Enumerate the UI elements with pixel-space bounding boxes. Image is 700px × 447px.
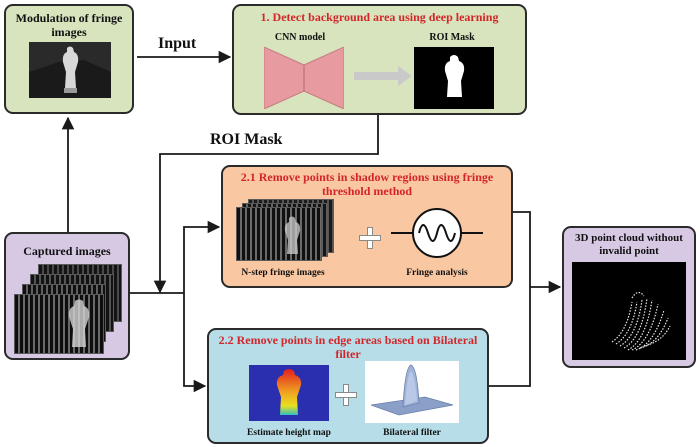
edge-title: 2.2 Remove points in edge areas based on… xyxy=(218,333,478,361)
height-map-label: Estimate height map xyxy=(247,428,331,438)
arrow-right-icon xyxy=(354,66,412,86)
mannequin-icon xyxy=(29,46,111,98)
split-to-shadow-arrow xyxy=(183,220,221,293)
fringe-analysis-label: Fringe analysis xyxy=(406,268,468,278)
split-to-edge-arrow xyxy=(183,293,207,393)
output-title: 3D point cloud without invalid point xyxy=(575,232,683,257)
bilateral-filter-label: Bilateral filter xyxy=(383,428,441,438)
roi-mask-image-label: ROI Mask xyxy=(429,32,475,43)
modulation-image xyxy=(29,42,111,98)
detect-background-box: 1. Detect background area using deep lea… xyxy=(232,4,527,115)
captured-title: Captured images xyxy=(23,244,111,258)
sine-wave-icon xyxy=(391,208,483,258)
bilateral-figure xyxy=(370,364,454,416)
roi-mask-image xyxy=(414,47,494,109)
height-map-figure xyxy=(276,369,302,415)
captured-images-box: Captured images xyxy=(4,232,130,360)
cnn-model-label: CNN model xyxy=(274,32,326,43)
edge-removal-box: 2.2 Remove points in edge areas based on… xyxy=(207,328,489,444)
shadow-to-output-line xyxy=(513,211,531,287)
plus-icon xyxy=(359,227,381,249)
shadow-removal-box: 2.1 Remove points in shadow regions usin… xyxy=(221,165,513,288)
output-box: 3D point cloud without invalid point xyxy=(562,226,696,368)
point-cloud-image xyxy=(572,262,686,360)
modulation-box: Modulation of fringe images xyxy=(4,4,134,114)
bilateral-filter-image xyxy=(365,361,459,423)
fringe-images-label: N-step fringe images xyxy=(241,268,325,278)
plus-icon xyxy=(335,384,357,406)
detect-title: 1. Detect background area using deep lea… xyxy=(260,10,499,24)
edge-to-output-line xyxy=(489,287,531,387)
shadow-title: 2.1 Remove points in shadow regions usin… xyxy=(240,170,494,198)
fringe-image-stack xyxy=(236,199,336,261)
height-map-image xyxy=(249,365,329,421)
point-cloud-figure xyxy=(611,291,671,351)
mask-silhouette xyxy=(444,55,465,97)
input-label: Input xyxy=(158,35,197,52)
captured-image-stack xyxy=(14,264,124,356)
fringe-mannequin xyxy=(284,216,301,254)
cnn-model-shape xyxy=(264,47,344,109)
captured-mannequin xyxy=(68,299,90,347)
roi-mask-label: ROI Mask xyxy=(210,131,283,148)
modulation-title: Modulation of fringe images xyxy=(15,11,123,39)
